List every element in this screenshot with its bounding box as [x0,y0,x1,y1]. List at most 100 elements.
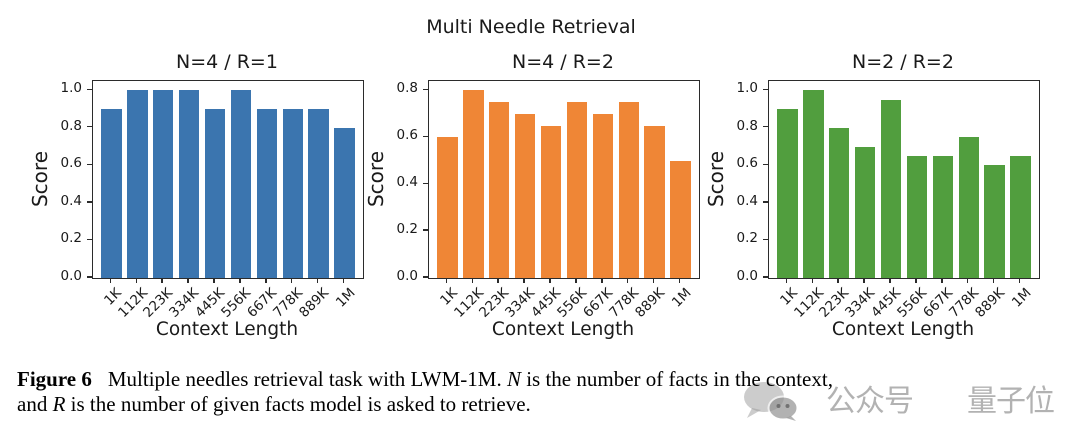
x-tick-mark [213,278,215,283]
x-tick-mark [653,278,655,283]
bar-778K [282,109,304,278]
y-tick-mark [87,276,92,278]
caption-text: Multiple needles retrieval task with LWM… [107,367,507,391]
subplot-title: N=4 / R=2 [512,51,614,73]
bar-556K [906,156,928,278]
y-axis-label: Score [28,150,52,207]
y-tick-mark [763,201,768,203]
x-tick-mark [575,278,577,283]
y-tick-label: 0.2 [736,230,758,247]
bar-112K [802,90,824,278]
bar-112K [462,90,484,278]
y-tick-mark [87,126,92,128]
y-tick-label: 0.6 [60,155,82,172]
y-tick-mark [763,238,768,241]
x-tick-label: 1M [332,285,359,311]
y-tick-label: 0.2 [60,230,82,247]
y-tick-mark [763,126,768,128]
figure-suptitle: Multi Needle Retrieval [426,16,636,38]
caption-text: is the number of given facts model is as… [65,392,531,416]
x-tick-label: 889K [972,285,1009,321]
bar-223K [488,102,510,278]
x-tick-mark [993,278,995,283]
watermark-text-liangziwei: 量子位 [967,384,1055,419]
subplot-title: N=4 / R=1 [176,51,278,73]
x-tick-label: 1M [668,285,695,311]
x-axis-label: Context Length [491,319,635,340]
x-tick-label: 1M [1008,285,1035,311]
x-axis-label: Context Length [831,319,975,340]
x-tick-mark [471,278,473,283]
bar-334K [854,146,876,278]
bar-1K [436,137,458,278]
y-tick-mark [763,88,768,90]
caption-text: R [52,392,66,416]
y-tick-mark [423,135,428,137]
plot-area [768,80,1040,279]
x-tick-mark [549,278,551,283]
bar-445K [540,125,562,278]
y-tick-label: 1.0 [736,80,758,97]
x-tick-mark [109,278,111,283]
bar-334K [514,113,536,278]
bar-778K [618,102,640,278]
x-tick-mark [889,278,891,283]
y-tick-label: 0.2 [396,221,418,238]
bar-1M [334,127,356,278]
y-tick-label: 0.8 [736,117,758,134]
watermark: 公众号 量子位 [742,381,1055,421]
x-tick-mark [187,278,189,283]
y-tick-mark [423,182,428,184]
y-tick-label: 0.8 [60,117,82,134]
wechat-icon [744,382,799,421]
caption-line: and R is the number of given facts model… [17,392,1077,417]
x-tick-label: 889K [296,285,333,321]
x-tick-mark [343,278,345,283]
bar-1K [100,109,122,278]
y-tick-label: 0.4 [736,192,758,209]
x-tick-label: 889K [632,285,669,321]
bar-112K [126,90,148,278]
y-tick-label: 0.0 [736,268,758,284]
plot-area [428,80,700,279]
y-tick-mark [763,276,768,278]
y-tick-mark [87,163,92,166]
x-tick-mark [445,278,447,283]
x-tick-mark [863,278,865,283]
x-tick-mark [679,278,681,283]
caption-text: N [506,367,521,391]
y-tick-mark [87,201,92,203]
bar-223K [152,90,174,278]
caption-text: is the number of facts in the context, [520,367,833,391]
x-tick-mark [915,278,917,283]
y-tick-label: 0.4 [60,192,82,209]
x-tick-mark [161,278,163,283]
y-tick-mark [423,276,428,278]
x-tick-mark [317,278,319,283]
y-tick-label: 0.6 [736,155,758,172]
caption-text: and [17,392,53,416]
bar-1K [776,109,798,278]
x-tick-mark [941,278,943,283]
y-tick-label: 1.0 [60,80,82,97]
bar-667K [256,109,278,278]
bar-556K [566,102,588,278]
bar-1M [670,160,692,278]
y-tick-label: 0.4 [396,174,418,191]
x-tick-mark [601,278,603,283]
bar-778K [958,137,980,278]
bar-556K [230,90,252,278]
y-axis-label: Score [704,150,728,207]
x-tick-mark [837,278,839,283]
x-tick-mark [967,278,969,283]
x-tick-mark [627,278,629,283]
bar-667K [932,156,954,278]
bar-889K [308,109,330,278]
x-tick-mark [811,278,813,283]
plot-area [92,80,364,279]
y-tick-mark [423,88,428,90]
